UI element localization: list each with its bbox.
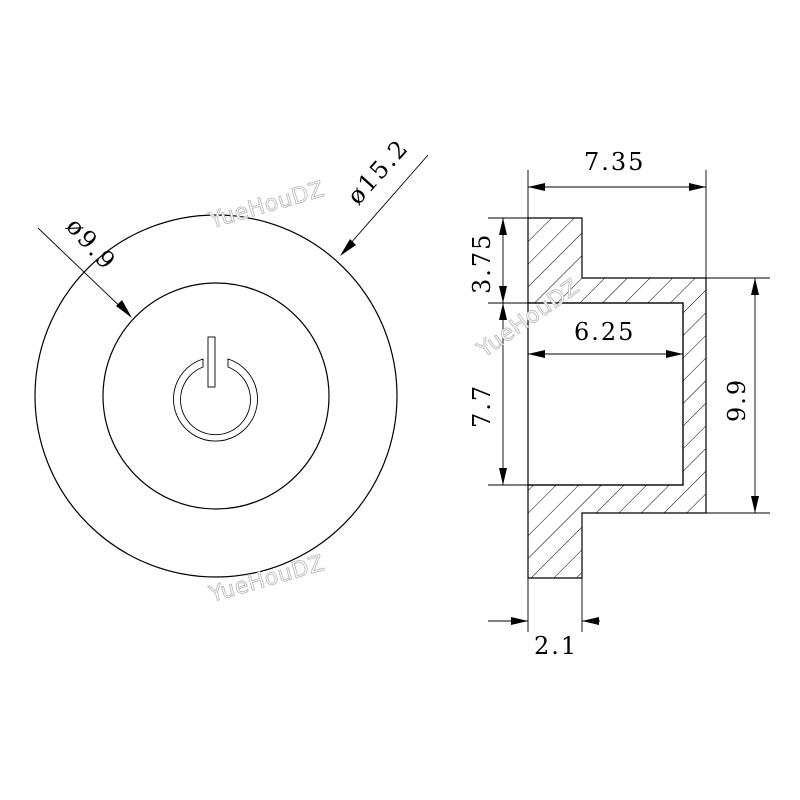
hatched-section bbox=[527, 217, 707, 579]
watermark: YueHouDZ bbox=[206, 551, 328, 608]
inner-height-dimension: 7.7 bbox=[468, 303, 528, 486]
flange-height-dimension: 3.75 bbox=[468, 217, 528, 304]
power-icon bbox=[173, 336, 258, 442]
inner-diameter-dimension: ø9.9 bbox=[37, 212, 132, 318]
bore bbox=[527, 302, 684, 486]
inner-height-label: 7.7 bbox=[468, 384, 496, 428]
watermark: YueHouDZ bbox=[206, 177, 328, 234]
bore-label: 6.25 bbox=[574, 318, 635, 346]
flange-thickness-dimension: 2.1 bbox=[488, 578, 600, 660]
flange-thickness-label: 2.1 bbox=[534, 632, 578, 660]
outer-height-label: 9.9 bbox=[723, 378, 751, 422]
inner-circle bbox=[102, 282, 330, 510]
inner-diameter-label: ø9.9 bbox=[61, 212, 122, 276]
flange-height-label: 3.75 bbox=[468, 233, 496, 294]
outer-circle bbox=[34, 214, 398, 578]
overall-length-label: 7.35 bbox=[584, 148, 645, 176]
front-view: ø15.2 ø9.9 bbox=[34, 133, 429, 578]
outer-height-dimension: 9.9 bbox=[706, 277, 770, 514]
outer-diameter-label: ø15.2 bbox=[342, 133, 415, 210]
bore-dimension: 6.25 bbox=[528, 318, 683, 358]
outer-diameter-dimension: ø15.2 bbox=[340, 133, 429, 256]
section-view: 7.35 3.75 6.25 7.7 bbox=[468, 148, 770, 660]
overall-length-dimension: 7.35 bbox=[527, 148, 707, 278]
